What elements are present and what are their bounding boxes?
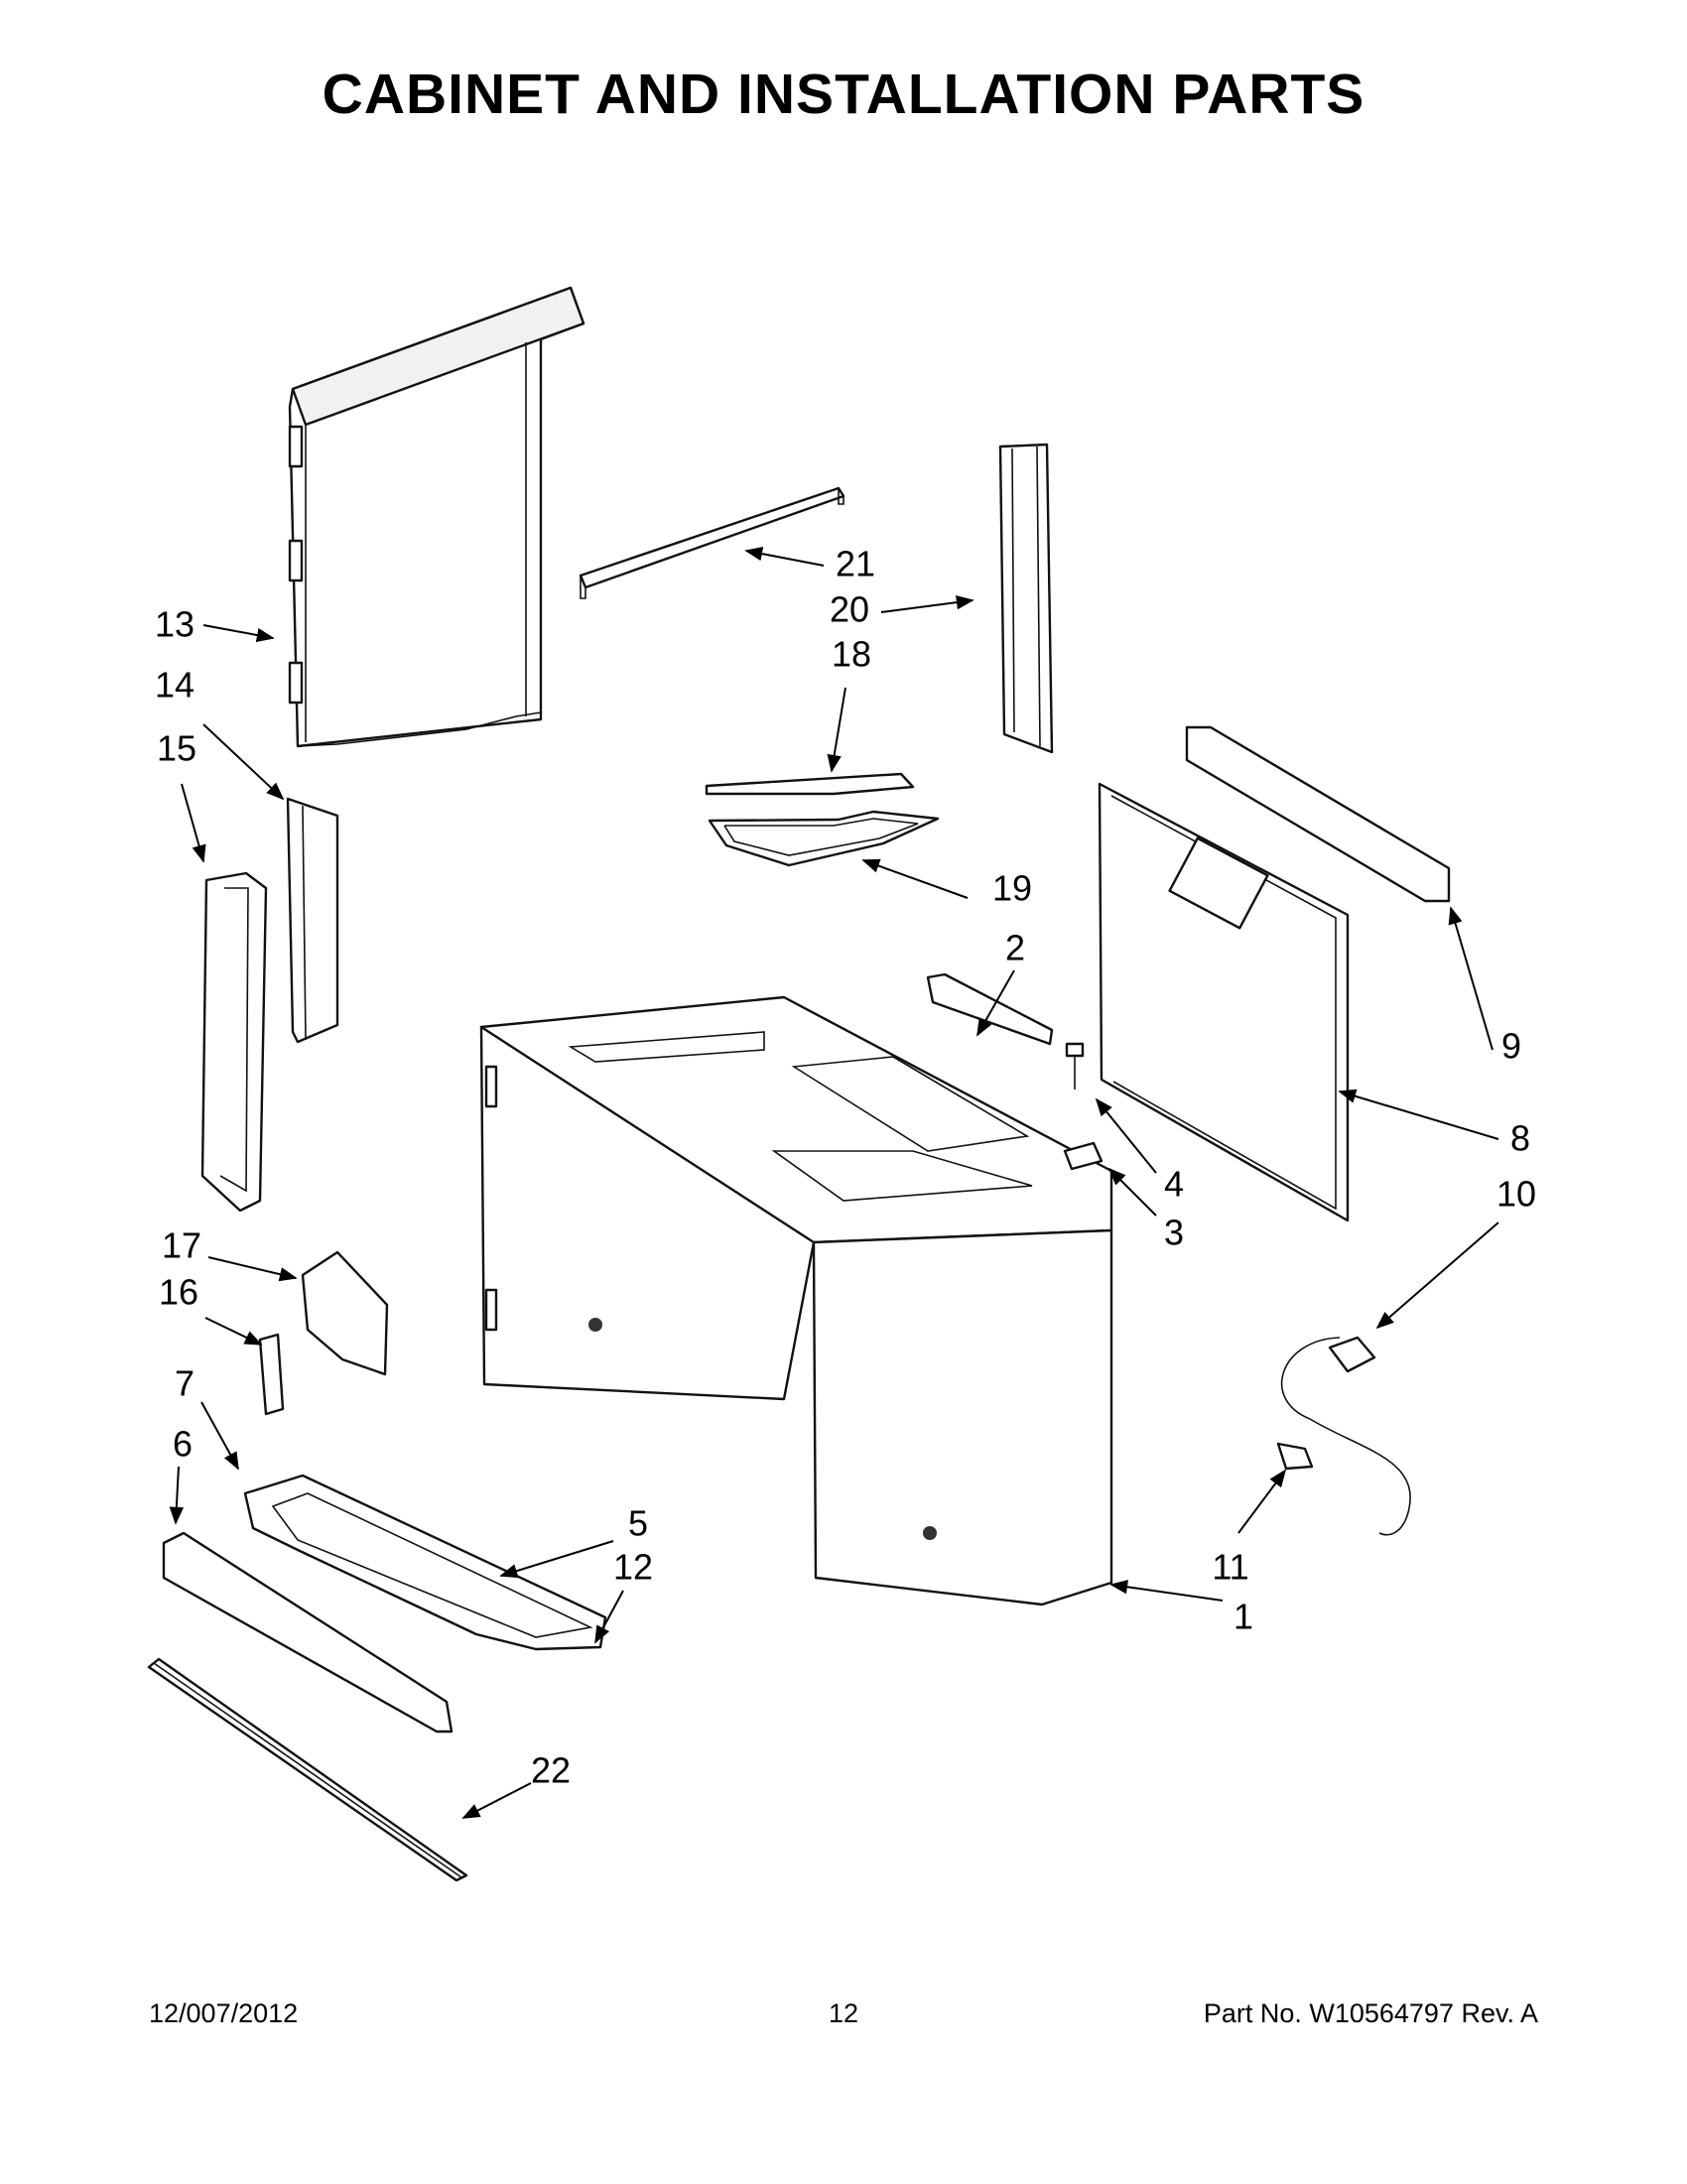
part-11-ground-screw — [1276, 1442, 1314, 1471]
part-14-side-trim — [286, 797, 339, 1044]
callout-15: 15 — [157, 728, 196, 769]
callout-19: 19 — [992, 868, 1032, 909]
part-6-front-trim — [162, 1531, 454, 1734]
callout-21: 21 — [836, 544, 875, 584]
part-22-strip — [147, 1657, 468, 1882]
callout-13: 13 — [155, 604, 195, 645]
callout-12: 12 — [613, 1547, 653, 1588]
cabinet-wrapper — [479, 995, 1113, 1606]
part-19-tray — [708, 810, 940, 867]
footer-part-number: Part No. W10564797 Rev. A — [1203, 1998, 1538, 2028]
callout-8: 8 — [1510, 1118, 1530, 1159]
part-20-bracket — [998, 443, 1054, 754]
part-10-power-cord — [1281, 1336, 1411, 1536]
part-13-side-panel — [288, 286, 585, 748]
callout-16: 16 — [159, 1272, 198, 1313]
part-21-rail — [579, 486, 845, 599]
callout-9: 9 — [1501, 1026, 1521, 1067]
part-15-vent — [200, 871, 268, 1213]
callout-22: 22 — [531, 1750, 571, 1791]
part-4-screw — [1065, 1042, 1085, 1090]
callout-3: 3 — [1164, 1213, 1184, 1253]
part-16-connector — [258, 1333, 285, 1416]
part-8-rear-panel — [1098, 782, 1350, 1222]
callout-10: 10 — [1496, 1174, 1536, 1215]
footer-page-number: 12 — [828, 1998, 859, 2028]
callout-5: 5 — [628, 1503, 648, 1544]
page-title: CABINET AND INSTALLATION PARTS — [322, 63, 1365, 126]
leader-lines — [169, 546, 1499, 1819]
part-5-grease-filter — [243, 1474, 607, 1651]
callout-labels: 1 2 3 4 5 6 7 8 9 10 11 12 13 14 15 16 1… — [155, 544, 1536, 1791]
callout-1: 1 — [1233, 1597, 1253, 1637]
part-2-bracket — [926, 972, 1054, 1046]
part-18-strip — [705, 772, 915, 796]
callout-18: 18 — [832, 634, 871, 675]
callout-17: 17 — [162, 1225, 201, 1266]
callout-11: 11 — [1212, 1547, 1248, 1588]
part-9-mounting-plate — [1185, 725, 1451, 903]
part-3-clip — [1063, 1141, 1103, 1171]
callout-20: 20 — [830, 589, 869, 630]
callout-14: 14 — [155, 665, 195, 706]
part-17-control-board — [301, 1250, 389, 1376]
callout-6: 6 — [173, 1424, 193, 1465]
footer-date: 12/007/2012 — [149, 1998, 299, 2028]
callout-4: 4 — [1164, 1164, 1184, 1205]
callout-7: 7 — [175, 1363, 195, 1404]
callout-2: 2 — [1005, 928, 1025, 968]
